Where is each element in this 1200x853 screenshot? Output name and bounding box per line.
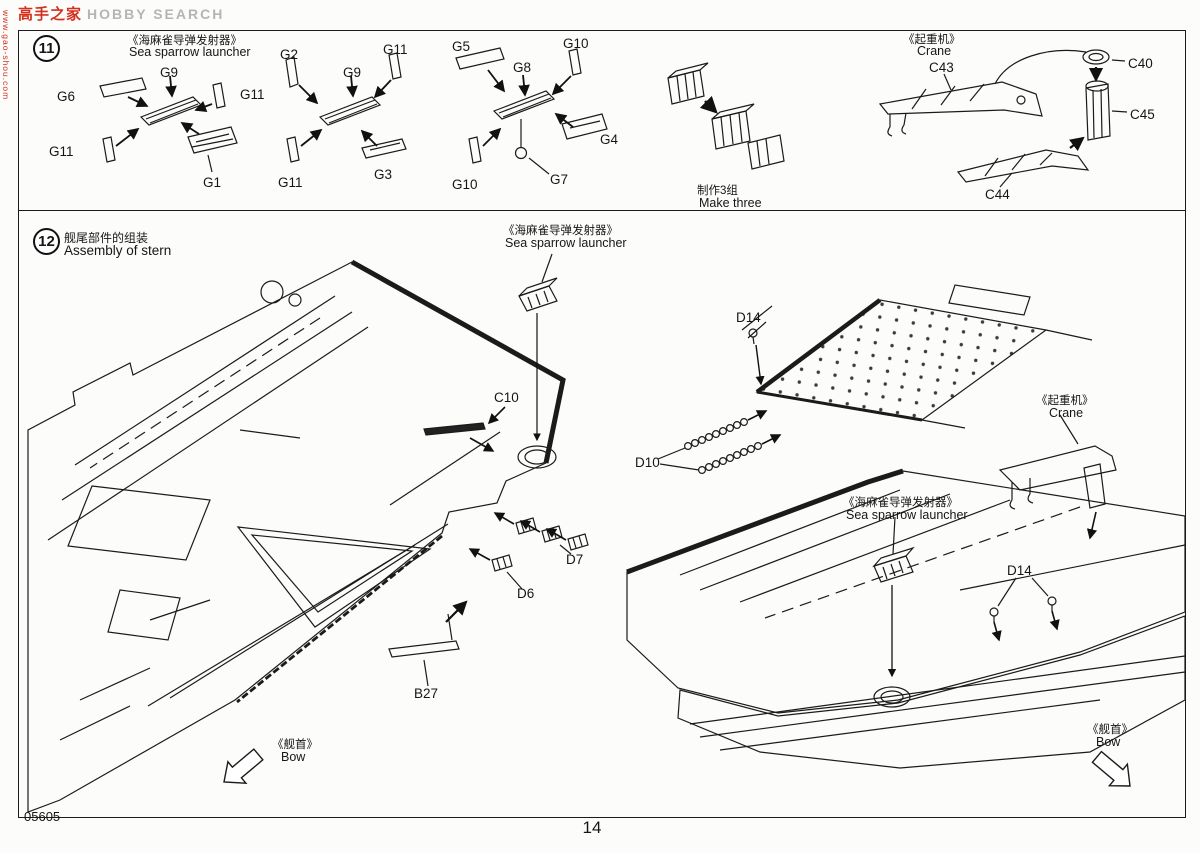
launcher-right-label-en: Sea sparrow launcher	[846, 508, 968, 522]
watermark-logo: 高手之家	[18, 6, 83, 23]
crane12-label-en: Crane	[1049, 406, 1084, 420]
kit-number: 05605	[24, 809, 61, 824]
part-label-g7: G7	[550, 172, 569, 187]
part-label-c10: C10	[494, 390, 519, 405]
part-label-g10-a: G10	[563, 36, 589, 51]
page-number: 14	[582, 818, 602, 837]
part-label-g2: G2	[280, 47, 299, 62]
step-11-number: 11	[33, 35, 60, 62]
part-label-d7: D7	[566, 552, 584, 567]
part-label-g11-2b: G11	[278, 175, 303, 190]
part-label-g11-2a: G11	[383, 42, 408, 57]
part-label-b27: B27	[414, 686, 439, 701]
watermark: 高手之家 HOBBY SEARCH	[18, 3, 224, 24]
make-three-cn: 制作3组	[697, 185, 738, 197]
part-label-c43: C43	[929, 60, 954, 75]
crane12-label-cn: 《起重机》	[1036, 395, 1094, 407]
launcher-left-label-en: Sea sparrow launcher	[505, 236, 627, 250]
make-three-en: Make three	[699, 196, 762, 210]
step12-title-cn: 舰尾部件的组装	[64, 231, 149, 245]
step11-header-en: Sea sparrow launcher	[129, 45, 251, 59]
part-label-g5: G5	[452, 39, 471, 54]
part-label-g11-1a: G11	[240, 87, 265, 102]
part-label-g4: G4	[600, 132, 619, 147]
step11-line-art	[99, 47, 1128, 188]
step-12-number: 12	[33, 228, 60, 255]
crane-header-cn: 《起重机》	[903, 34, 961, 46]
launcher-right-label-cn: 《海麻雀导弹发射器》	[843, 497, 958, 509]
part-label-g10-b: G10	[452, 177, 478, 192]
part-label-c40: C40	[1128, 56, 1153, 71]
step11-diagram-svg	[99, 47, 1128, 188]
part-label-g8: G8	[513, 60, 532, 75]
part-label-g9-2: G9	[343, 65, 362, 80]
bow-right-label-en: Bow	[1096, 735, 1121, 749]
part-label-d14-top: D14	[736, 310, 761, 325]
step12-diagram-svg	[27, 253, 1186, 813]
step12-title-en: Assembly of stern	[64, 243, 172, 258]
part-label-g6: G6	[57, 89, 76, 104]
bow-left-label-en: Bow	[281, 750, 306, 764]
bow-right-label-cn: 《舰首》	[1087, 724, 1133, 736]
watermark-brand: HOBBY SEARCH	[87, 6, 225, 22]
step11-assembly-arrows	[115, 67, 1104, 152]
step12-right-stern-drawing	[626, 284, 1186, 787]
step12-left-stern-drawing	[27, 253, 589, 813]
part-label-d10: D10	[635, 455, 660, 470]
step-11-panel	[18, 30, 1186, 211]
step-12-panel	[18, 211, 1186, 818]
launcher-left-label-cn: 《海麻雀导弹发射器》	[503, 225, 618, 237]
watermark-url-vertical: www.gao-shou.com	[1, 10, 11, 101]
part-label-g1: G1	[203, 175, 222, 190]
bow-direction-arrow-left	[223, 748, 264, 784]
part-label-c45: C45	[1130, 107, 1155, 122]
crane-header-en: Crane	[917, 44, 952, 58]
part-label-d6: D6	[517, 586, 535, 601]
step12-left-arrows	[445, 313, 567, 623]
bow-direction-arrow-right	[1091, 750, 1131, 787]
part-label-g11-1b: G11	[49, 144, 74, 159]
bow-left-label-cn: 《舰首》	[272, 739, 318, 751]
part-label-c44: C44	[985, 187, 1010, 202]
step12-right-arrows	[747, 344, 1098, 678]
part-label-d14-right: D14	[1007, 563, 1032, 578]
step11-header-cn: 《海麻雀导弹发射器》	[127, 35, 242, 47]
part-label-g3: G3	[374, 167, 393, 182]
part-label-g9-1: G9	[160, 65, 179, 80]
